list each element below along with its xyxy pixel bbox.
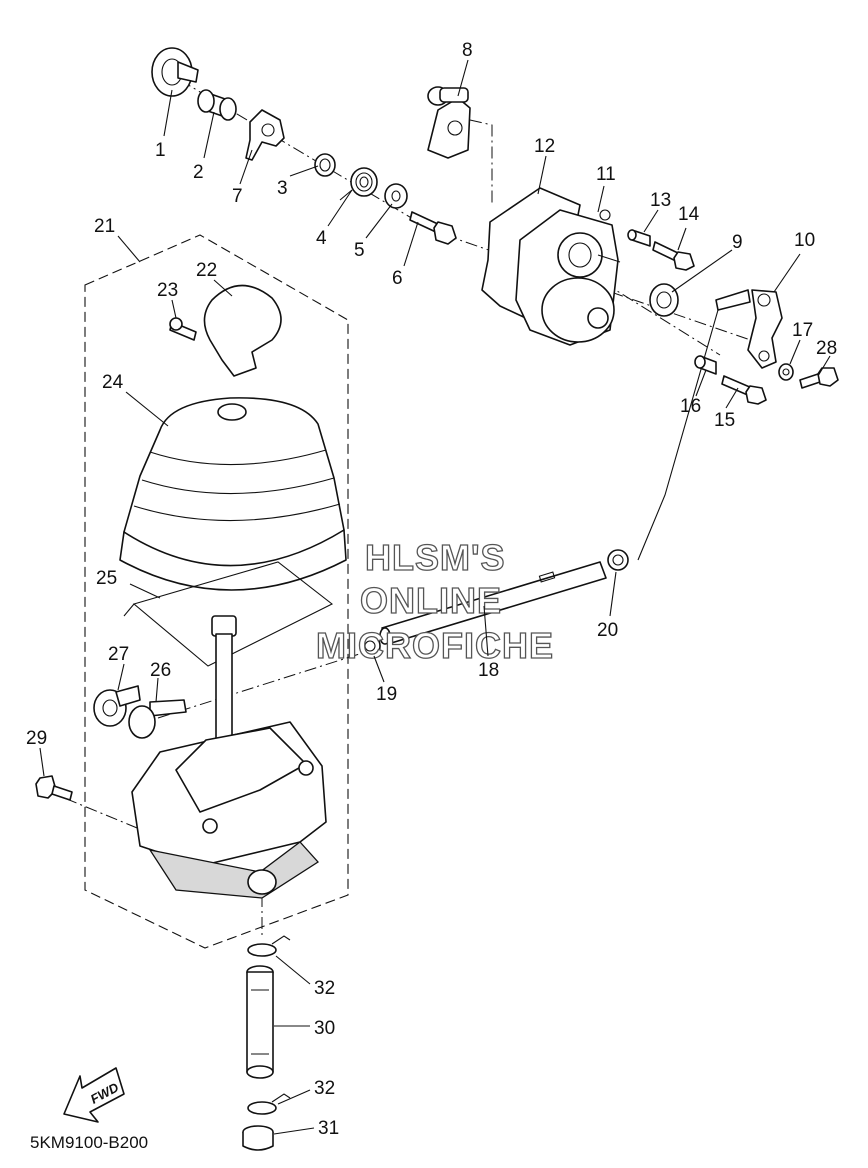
part-10-shift-arm <box>715 289 783 369</box>
part-32-circlip-upper <box>247 935 291 957</box>
callout-21: 21 <box>94 216 115 237</box>
callout-13: 13 <box>650 190 671 211</box>
part-2-bushing <box>197 89 237 121</box>
watermark-line-1: HLSM'S <box>365 537 506 578</box>
part-30-shaft <box>246 965 274 1079</box>
callout-labels: 1 2 3 4 5 6 7 8 9 10 11 12 13 14 15 16 1… <box>26 40 837 1139</box>
callout-12: 12 <box>534 136 555 157</box>
watermark-line-2: ONLINE <box>360 580 502 621</box>
callout-14: 14 <box>678 204 700 225</box>
callout-18: 18 <box>478 660 499 681</box>
callout-1: 1 <box>155 140 166 161</box>
part-9-oil-seal <box>649 283 679 317</box>
callout-16: 16 <box>680 396 701 417</box>
callout-24: 24 <box>102 372 124 393</box>
callout-leaders <box>39 59 831 1135</box>
part-29-bolt <box>35 775 73 801</box>
part-27-bushing <box>93 685 141 727</box>
part-19-nut <box>359 634 381 658</box>
callout-32-upper: 32 <box>314 978 335 999</box>
part-31-collar <box>242 1125 274 1151</box>
callout-6: 6 <box>392 268 403 289</box>
shift-gate-housing <box>131 615 327 899</box>
part-32-circlip-lower <box>247 1093 291 1115</box>
part-5-washer <box>384 183 408 209</box>
part-26-bolt <box>128 699 187 739</box>
callout-11: 11 <box>596 164 616 185</box>
watermark: HLSM'S ONLINE MICROFICHE <box>315 536 554 666</box>
part-22-knob <box>203 284 282 377</box>
part-6-bolt <box>409 211 457 245</box>
callout-15: 15 <box>714 410 735 431</box>
callout-29: 29 <box>26 728 47 749</box>
part-24-boot <box>119 397 347 591</box>
callout-10: 10 <box>794 230 815 251</box>
callout-3: 3 <box>277 178 288 199</box>
callout-7: 7 <box>232 186 243 207</box>
part-3-washer <box>314 153 336 177</box>
callout-5: 5 <box>354 240 365 261</box>
part-1-collar <box>151 47 199 97</box>
callout-8: 8 <box>462 40 473 61</box>
fwd-arrow-icon: FWD <box>63 1067 125 1123</box>
watermark-line-3: MICROFICHE <box>316 625 554 666</box>
callout-22: 22 <box>196 260 217 281</box>
part-16-collar <box>694 355 717 375</box>
part-14-bolt <box>652 241 695 271</box>
part-23-screw <box>169 317 197 341</box>
callout-31: 31 <box>318 1118 339 1139</box>
callout-28: 28 <box>816 338 837 359</box>
callout-25: 25 <box>96 568 117 589</box>
callout-32-lower: 32 <box>314 1078 335 1099</box>
callout-26: 26 <box>150 660 171 681</box>
callout-27: 27 <box>108 644 129 665</box>
callout-4: 4 <box>316 228 327 249</box>
callout-9: 9 <box>732 232 743 253</box>
part-7-segment-plate <box>245 109 285 161</box>
part-25-spring-clip <box>123 561 334 667</box>
part-17-washer <box>778 363 794 381</box>
callout-17: 17 <box>792 320 813 341</box>
callout-2: 2 <box>193 162 204 183</box>
part-8-shift-shaft-sector <box>427 86 471 159</box>
shift-lever-assembly-outline <box>84 234 349 949</box>
part-28-bolt <box>799 367 839 389</box>
part-11-cover <box>515 209 621 346</box>
part-4-spring <box>339 167 378 201</box>
callout-30: 30 <box>314 1018 335 1039</box>
part-20-nut <box>607 549 629 571</box>
part-13-dowel <box>627 229 651 247</box>
callout-20: 20 <box>597 620 618 641</box>
part-18-shift-rod <box>379 561 607 645</box>
diagram-code: 5KM9100-B200 <box>30 1133 148 1152</box>
callout-19: 19 <box>376 684 397 705</box>
part-15-bolt <box>721 375 767 405</box>
callout-23: 23 <box>157 280 178 301</box>
